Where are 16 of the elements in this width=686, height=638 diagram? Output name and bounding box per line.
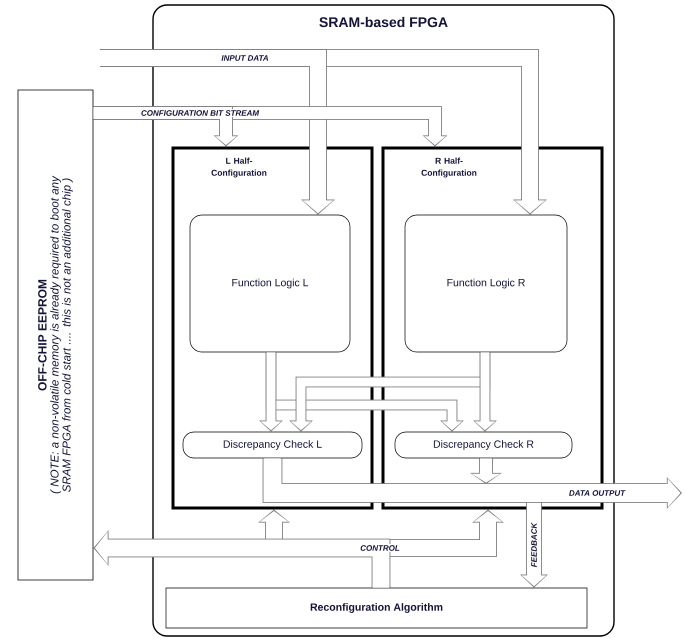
function-logic-box: Function Logic R	[404, 214, 568, 352]
edge-label: FEEDBACK	[530, 522, 538, 568]
edge-label: CONTROL	[359, 544, 401, 552]
block-arrow	[262, 458, 682, 509]
edge-label: CONFIGURATION BIT STREAM	[140, 109, 260, 117]
block-arrow	[93, 530, 390, 588]
block-arrow	[473, 352, 497, 432]
block-arrow	[470, 458, 502, 484]
algorithm-box: Reconfiguration Algorithm	[166, 588, 588, 628]
discrepancy-check-box: Discrepancy Check R	[394, 432, 572, 458]
block-arrow	[259, 352, 283, 432]
discrepancy-check-box: Discrepancy Check L	[182, 432, 362, 458]
memory-box: OFF-CHIP EEPROM ( NOTE: a non-volatile memory is already required to boot any SRAM FPGA from cold start .... this is not an additional chip )	[18, 90, 94, 580]
function-logic-box: Function Logic L	[190, 214, 350, 352]
edge-label: INPUT DATA	[220, 54, 270, 62]
block-arrow	[100, 49, 335, 215]
